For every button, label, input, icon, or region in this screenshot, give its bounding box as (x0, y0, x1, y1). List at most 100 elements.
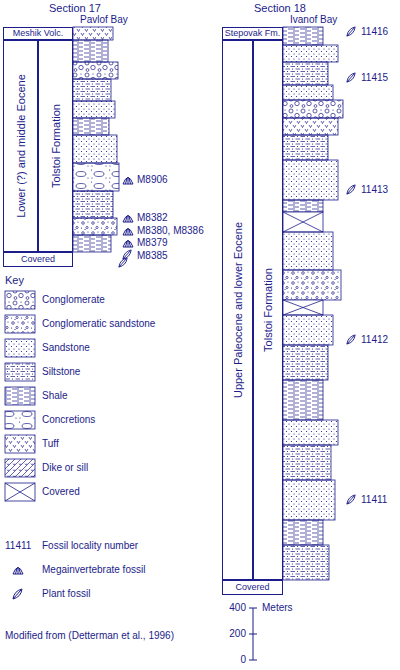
megafossil-symbol (123, 177, 133, 184)
unit-column-box: Upper Paleocene and lower Eocene (222, 40, 253, 580)
unit-name-box: Covered (3, 252, 73, 267)
annotation-label: M8379 (137, 238, 168, 248)
legend-swatch (5, 459, 35, 477)
shale-bed (73, 40, 108, 62)
megafossil-symbol (13, 567, 23, 574)
conglomeratic-sandstone-bed (283, 270, 341, 300)
unit-column-box: Tolstoi Formation (253, 40, 283, 580)
siltstone-bed (73, 191, 113, 218)
legend-swatch (5, 339, 35, 357)
covered-cross (5, 483, 35, 501)
annotation-label: 11413 (361, 185, 388, 195)
unit-name: Covered (223, 581, 282, 594)
unit-column-box: Tolstoi Formation (38, 40, 73, 252)
annotation-label: Section 18 (254, 3, 306, 14)
unit-name: Covered (4, 253, 72, 266)
shale-bed (283, 27, 323, 45)
unit-age-label: Upper Paleocene and lower Eocene (232, 43, 243, 577)
legend-label: Fossil locality number (42, 541, 138, 551)
unit-name-box: Stepovak Fm. (222, 27, 283, 40)
annotation-label: Meters (262, 603, 293, 613)
unit-age-label: Tolstoi Formation (263, 43, 274, 577)
plant-fossil-symbol (347, 185, 355, 194)
annotation-label: Ivanof Bay (290, 15, 337, 25)
sandstone-bed (73, 135, 117, 163)
annotation-label: 0 (240, 655, 246, 665)
scale-tick (249, 634, 257, 635)
legend-label: Tuff (42, 439, 59, 449)
scale-tick (249, 608, 257, 609)
section-18-column (283, 27, 343, 580)
covered-interval (283, 212, 323, 232)
sandstone-bed (73, 101, 115, 118)
legend-label: Dike or sill (42, 463, 88, 473)
siltstone-bed (283, 345, 328, 380)
plant-fossil-symbol (347, 335, 355, 344)
annotation-label: 200 (229, 629, 246, 639)
annotation-label: 11411 (5, 541, 31, 551)
section-17-fossils (119, 177, 133, 267)
legend-swatch (5, 291, 35, 309)
annotation-label: 11415 (361, 73, 388, 83)
tuff-bed (283, 118, 338, 135)
sandstone-bed (283, 420, 338, 445)
plant-fossil-symbol (347, 73, 355, 82)
siltstone-bed (283, 445, 331, 480)
covered-cross (283, 212, 323, 232)
legend-label: Siltstone (42, 367, 80, 377)
shale-bed (283, 200, 323, 212)
megafossil-symbol (123, 240, 133, 247)
plant-fossil-symbol (347, 27, 355, 36)
siltstone-bed (283, 545, 329, 580)
legend-swatch (5, 363, 35, 381)
legend-label: Shale (42, 391, 68, 401)
unit-age-label: Lower (?) and middle Eocene (15, 43, 26, 249)
sandstone-bed (283, 160, 338, 200)
unit-name: Meshik Volc. (4, 28, 72, 39)
sandstone-bed (283, 85, 333, 100)
annotation-label: M8906 (137, 175, 168, 185)
shale-bed (283, 520, 323, 545)
annotation-label: M8385 (137, 251, 168, 261)
plant-fossil-symbol (119, 258, 127, 267)
annotation-label: 11416 (361, 27, 388, 37)
unit-name-box: Covered (222, 580, 283, 595)
annotation-label: 11412 (361, 335, 388, 345)
unit-name: Stepovak Fm. (223, 28, 282, 39)
key-swatches (5, 291, 35, 501)
shale-bed (283, 380, 323, 420)
sandstone-bed (283, 480, 335, 520)
legend-swatch (5, 483, 35, 501)
source-caption: Modified from (Detterman et al., 1996) (5, 631, 174, 641)
legend-label: Conglomeratic sandstone (42, 319, 155, 329)
tuff-bed (73, 27, 113, 40)
megafossil-symbol (123, 215, 133, 222)
sandstone-bed (283, 45, 338, 62)
annotation-label: Section 17 (49, 3, 101, 14)
annotation-label: 400 (229, 603, 246, 613)
legend-swatch (5, 315, 35, 333)
scale-bar (249, 608, 257, 660)
annotation-label: Key (5, 275, 24, 286)
annotation-label: M8380, M8386 (137, 226, 204, 236)
legend-label: Conglomerate (42, 295, 105, 305)
annotation-label: 11411 (361, 495, 387, 505)
scale-tick (249, 660, 257, 661)
shale-bed (73, 118, 109, 135)
legend-swatch (5, 387, 35, 405)
siltstone-bed (283, 62, 328, 85)
legend-swatch (5, 435, 35, 453)
legend-label: Megainvertebrate fossil (42, 565, 145, 575)
unit-age-label: Tolstoi Formation (50, 43, 61, 249)
sandstone-bed (283, 315, 333, 345)
unit-column-box: Lower (?) and middle Eocene (3, 40, 38, 252)
conglomeratic-sandstone-bed (73, 218, 117, 235)
legend-label: Plant fossil (42, 589, 90, 599)
annotation-label: M8382 (137, 213, 168, 223)
annotation-label: Pavlof Bay (80, 15, 128, 25)
megafossil-symbol (123, 228, 133, 235)
legend-swatch (5, 411, 35, 429)
unit-name-box: Meshik Volc. (3, 27, 73, 40)
plant-fossil-symbol (347, 495, 355, 504)
